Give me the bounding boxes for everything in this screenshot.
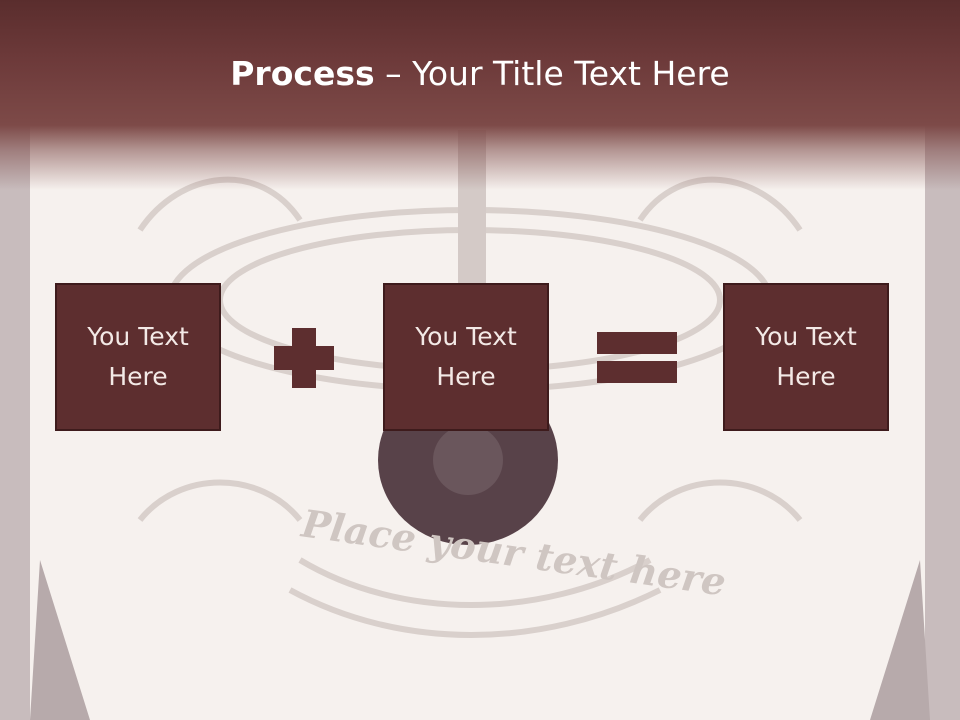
- title-rest: – Your Title Text Here: [374, 54, 730, 93]
- equals-icon: [597, 332, 677, 383]
- process-box-2[interactable]: You Text Here: [383, 283, 549, 431]
- process-box-3-label: You Text Here: [755, 322, 857, 391]
- slide-title[interactable]: Process – Your Title Text Here: [0, 52, 960, 96]
- process-box-1[interactable]: You Text Here: [55, 283, 221, 431]
- process-box-2-label: You Text Here: [415, 322, 517, 391]
- process-box-1-label: You Text Here: [87, 322, 189, 391]
- title-bold: Process: [230, 54, 375, 93]
- plus-icon: [274, 328, 334, 388]
- process-box-3[interactable]: You Text Here: [723, 283, 889, 431]
- title-bar: [0, 0, 960, 190]
